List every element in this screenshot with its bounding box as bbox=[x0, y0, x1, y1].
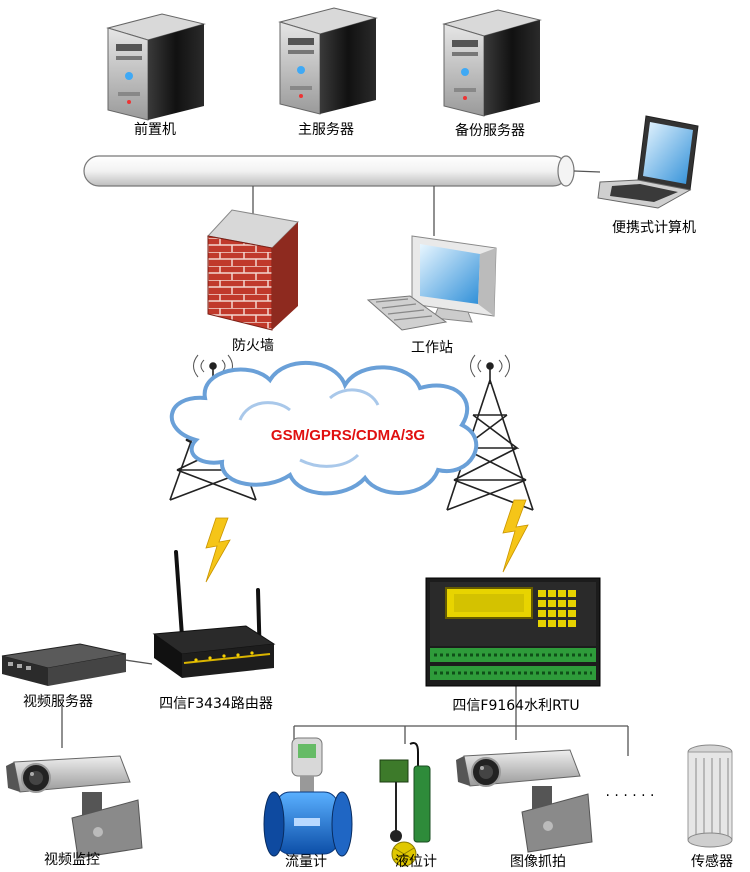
firewall-icon bbox=[207, 209, 300, 331]
laptop-label: 便携式计算机 bbox=[612, 220, 696, 236]
workstation-icon bbox=[366, 235, 497, 331]
ellipsis-text: · · · · · · bbox=[606, 788, 655, 804]
network-label: GSM/GPRS/CDMA/3G bbox=[271, 427, 425, 444]
rtu-icon bbox=[425, 577, 601, 687]
video-server-label: 视频服务器 bbox=[23, 694, 93, 710]
flow-meter-label: 流量计 bbox=[285, 854, 327, 870]
backup-server-label: 备份服务器 bbox=[455, 122, 525, 139]
router-icon bbox=[152, 550, 276, 678]
level-meter-label: 液位计 bbox=[395, 854, 437, 870]
lightning-left-icon bbox=[205, 517, 231, 583]
firewall-label: 防火墙 bbox=[232, 338, 274, 354]
network-backbone bbox=[83, 155, 601, 187]
cloud-icon: GSM/GPRS/CDMA/3G bbox=[169, 360, 479, 496]
lightning-right-icon bbox=[502, 499, 529, 573]
router-label: 四信F3434路由器 bbox=[159, 696, 273, 712]
sensor-label: 传感器 bbox=[691, 853, 733, 870]
video-server-icon bbox=[1, 643, 127, 686]
video-camera-icon bbox=[6, 755, 143, 859]
front-server-icon bbox=[106, 13, 206, 121]
connection-lines bbox=[61, 186, 629, 756]
workstation-label: 工作站 bbox=[411, 340, 453, 356]
image-capture-camera-icon bbox=[456, 749, 593, 853]
laptop-icon bbox=[597, 115, 699, 209]
image-capture-label: 图像抓拍 bbox=[510, 854, 566, 870]
level-meter-icon bbox=[379, 742, 431, 867]
flow-meter-icon bbox=[263, 737, 353, 857]
video-monitor-label: 视频监控 bbox=[44, 852, 100, 868]
front-server-label: 前置机 bbox=[134, 121, 176, 138]
cell-tower-right-icon bbox=[446, 354, 534, 511]
main-server-icon bbox=[278, 7, 378, 115]
backup-server-icon bbox=[442, 9, 542, 117]
main-server-label: 主服务器 bbox=[298, 122, 354, 138]
rtu-label: 四信F9164水利RTU bbox=[452, 698, 579, 714]
sensor-icon bbox=[687, 744, 733, 848]
